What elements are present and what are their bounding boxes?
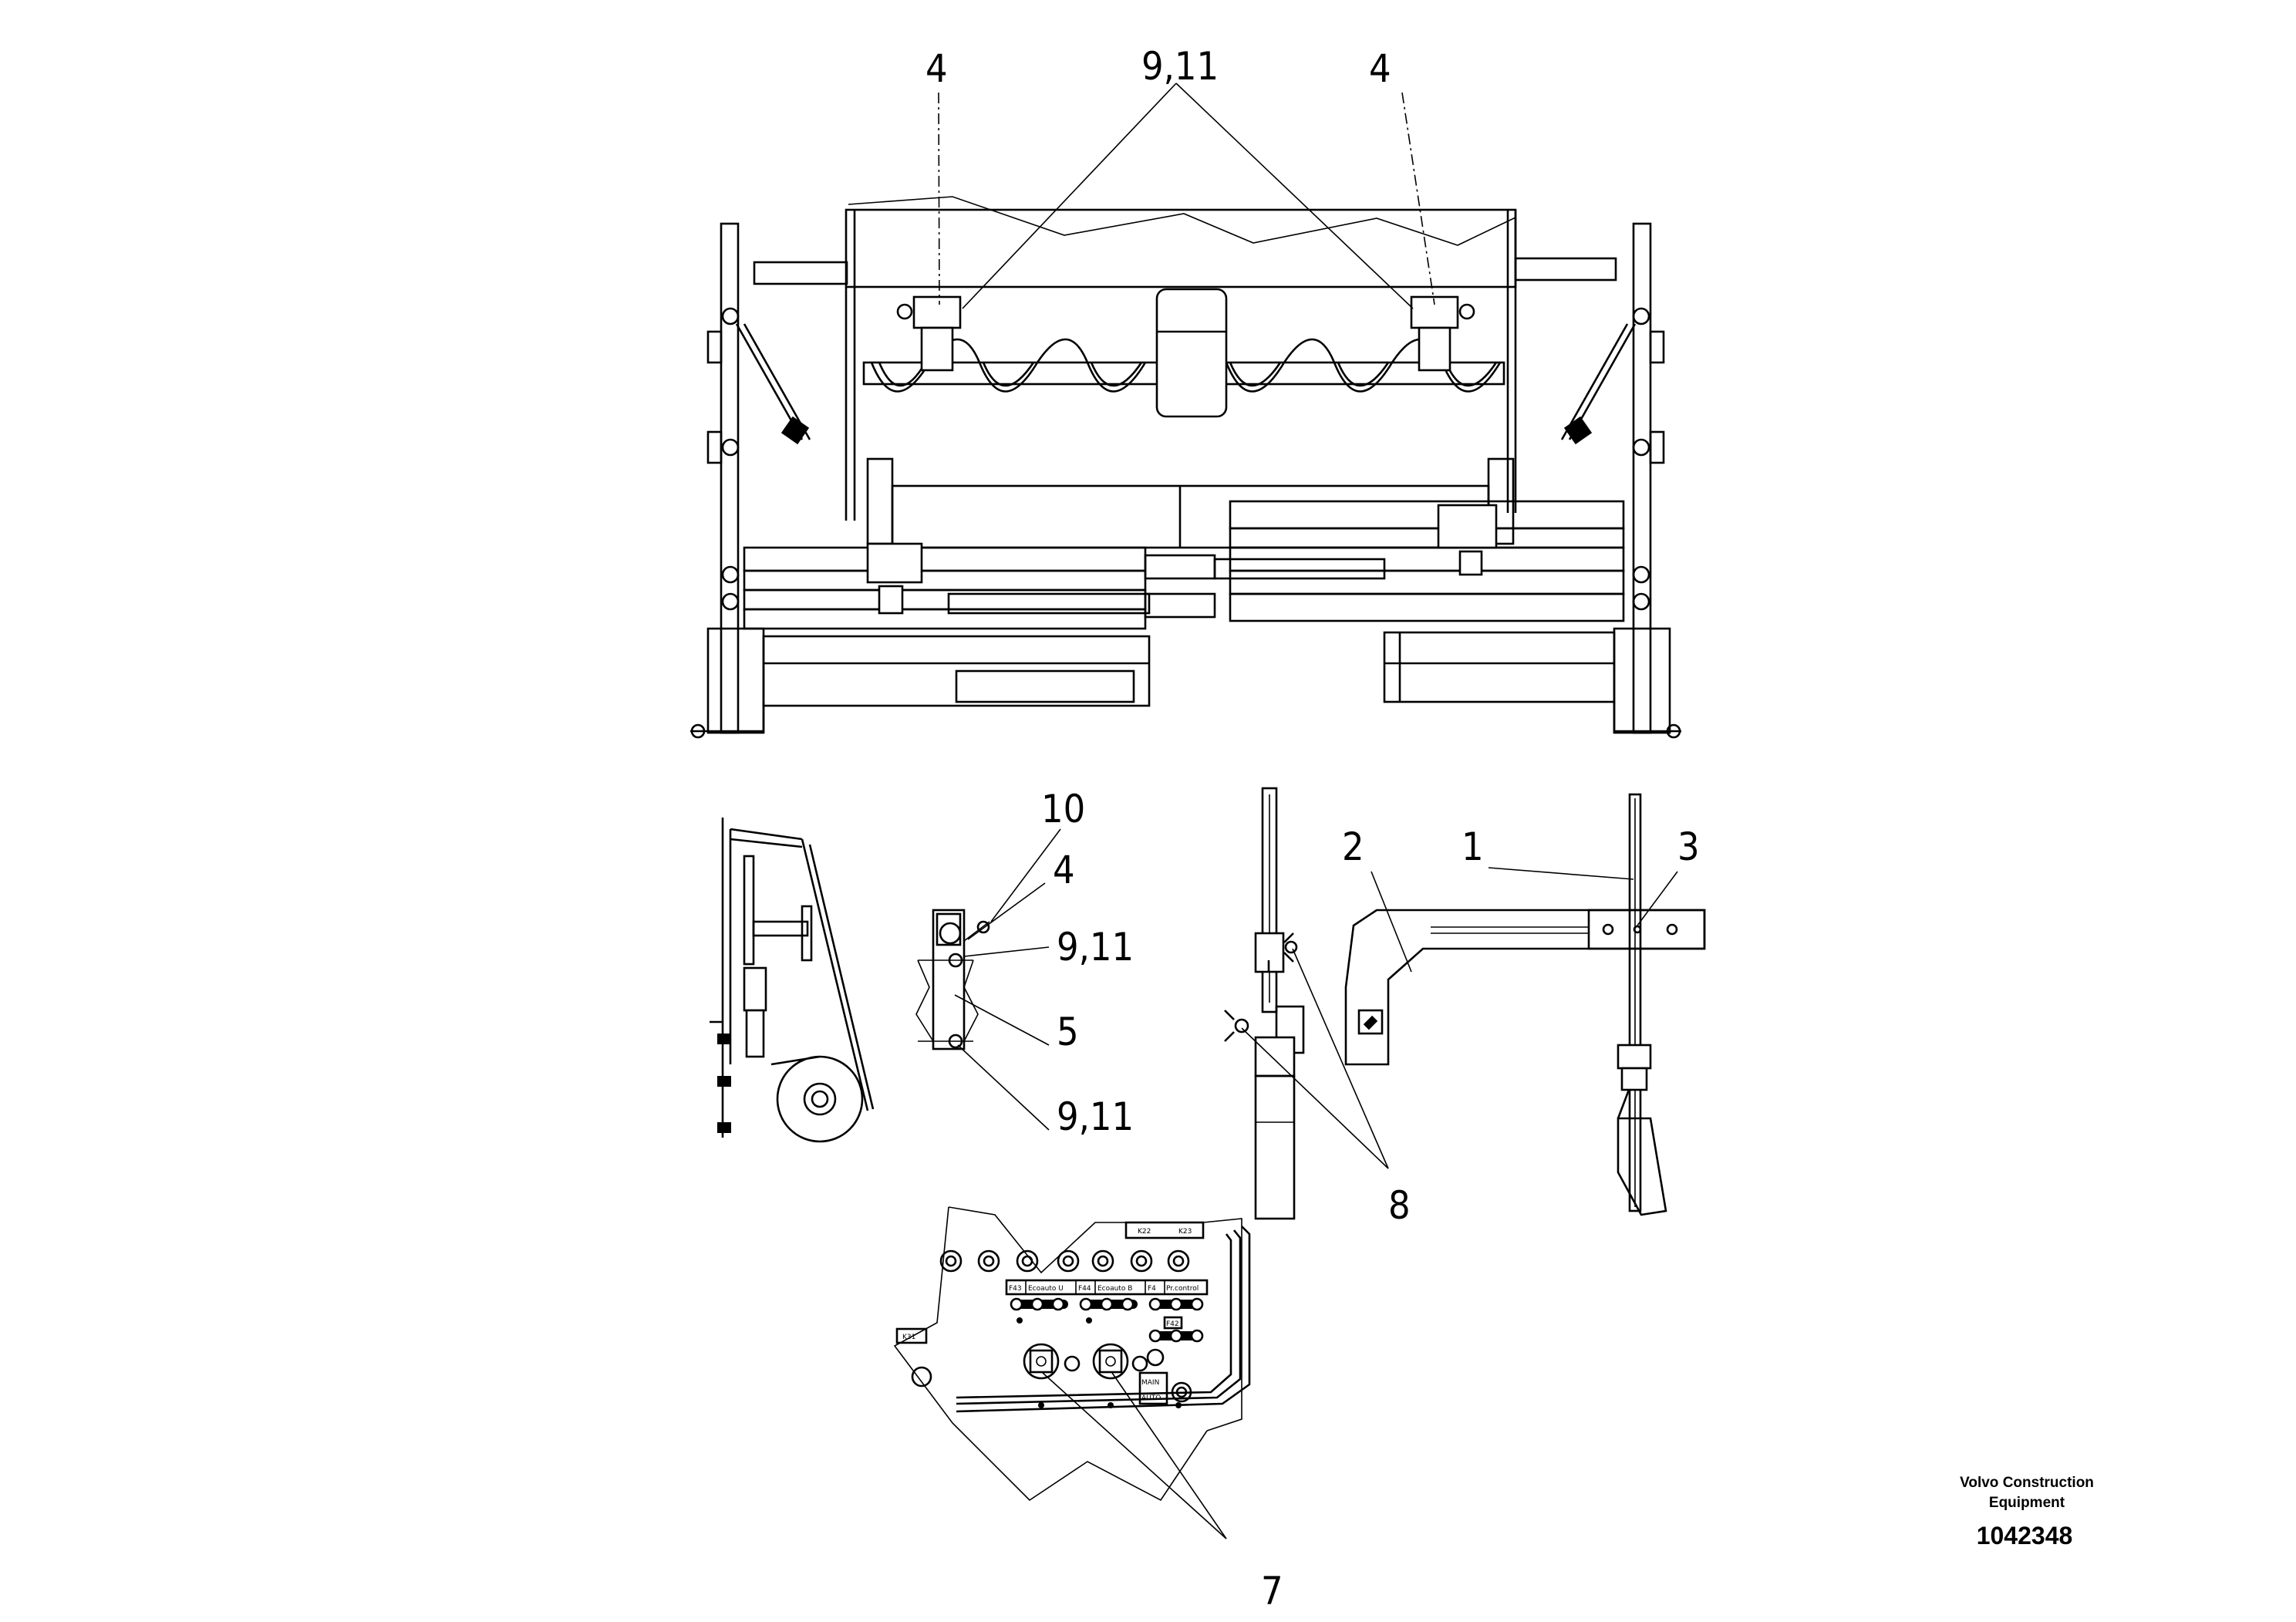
sensor-bracket [1344, 793, 1706, 1216]
label-auto: AUTO [1141, 1394, 1161, 1402]
auger-assembly-top-view [690, 196, 1681, 739]
leader-lines-panel [1042, 1372, 1227, 1539]
callout-9-11-detail-b: 9,11 [1057, 1094, 1134, 1139]
brand-line-1: Volvo Construction [1960, 1475, 2094, 1491]
label-k23: K23 [1178, 1228, 1192, 1236]
callout-2: 2 [1342, 824, 1364, 869]
sensor-post [1224, 787, 1305, 1220]
label-ecoauto-u: Ecoauto U [1028, 1285, 1064, 1293]
label-ecoauto-b: Ecoauto B [1097, 1285, 1132, 1293]
label-f4: F4 [1148, 1285, 1156, 1293]
leader-lines-bracket [954, 828, 1061, 1131]
callout-10: 10 [1041, 787, 1085, 831]
label-f44: F44 [1078, 1285, 1091, 1293]
label-pr-control: Pr.control [1166, 1285, 1199, 1293]
leader-lines-top [938, 83, 1435, 309]
label-k31: K31 [902, 1334, 915, 1341]
callout-8: 8 [1388, 1183, 1411, 1228]
callout-9-11-detail-a: 9,11 [1057, 925, 1134, 969]
label-f43: F43 [1009, 1285, 1022, 1293]
callout-4-detail: 4 [1053, 848, 1075, 892]
bracket-detail [915, 909, 990, 1050]
control-panel-detail: K22 K23 K31 F43 Ecoauto U F44 Ecoauto B … [893, 1206, 1251, 1502]
label-f42: F42 [1166, 1320, 1179, 1328]
label-k22: K22 [1138, 1228, 1151, 1236]
callout-1: 1 [1462, 824, 1484, 869]
label-main: MAIN [1141, 1379, 1159, 1387]
side-view-detail [710, 818, 875, 1143]
document-number: 1042348 [1977, 1522, 2073, 1549]
brand-line-2: Equipment [1989, 1495, 2065, 1511]
callout-9-11-top: 9,11 [1141, 44, 1219, 89]
callout-3: 3 [1677, 824, 1700, 869]
callout-5: 5 [1057, 1010, 1079, 1054]
callout-4-top-right: 4 [1369, 46, 1391, 91]
leader-lines-sensor [1241, 867, 1678, 1169]
callout-4-top-left: 4 [925, 46, 948, 91]
callout-7: 7 [1261, 1569, 1283, 1614]
